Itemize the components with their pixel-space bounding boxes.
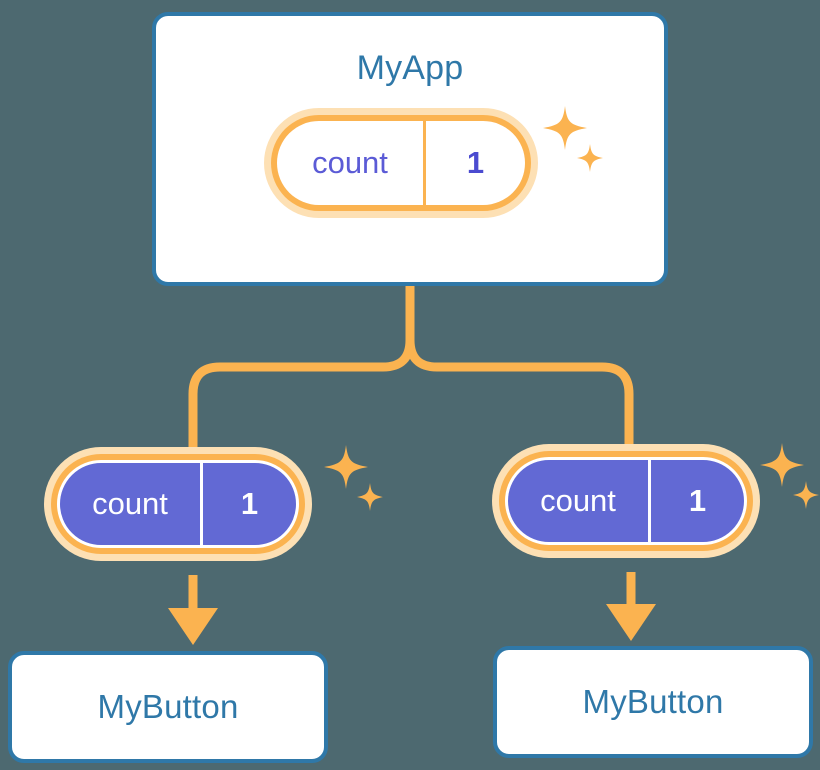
sparkles-child-right [760,443,819,509]
connector-branch-right [405,339,634,450]
page-title: MyApp [356,49,464,87]
sparkles-child-left [324,445,383,511]
pill-body: count 1 [277,121,525,205]
component-label: MyButton [582,683,724,720]
state-key-label: count [540,483,616,518]
pill-glow: count 1 [492,444,760,558]
arrow-head-left-icon [168,608,218,645]
state-pill-child-left[interactable]: count 1 [44,447,312,561]
sparkle-large-icon [324,445,368,489]
sparkle-large-icon [760,443,804,487]
state-pill-child-right[interactable]: count 1 [492,444,760,558]
state-value-label: 1 [648,460,744,542]
state-value-label: 1 [423,121,525,205]
state-value-label: 1 [200,463,296,545]
sparkle-small-icon [793,481,819,509]
connector-branch-left [188,339,415,452]
pill-body: count 1 [505,457,747,545]
pill-body: count 1 [57,460,299,548]
pill-glow: count 1 [44,447,312,561]
component-card-mybutton-right[interactable]: MyButton [493,646,813,758]
pill-ring: count 1 [271,115,531,211]
pill-ring: count 1 [51,454,305,554]
state-key-label: count [312,145,388,180]
state-key-label: count [92,486,168,521]
arrow-head-right-icon [606,604,656,641]
component-label: MyButton [97,688,239,725]
pill-ring: count 1 [499,451,753,551]
pill-glow: count 1 [264,108,538,218]
sparkle-small-icon [357,483,383,511]
component-card-mybutton-left[interactable]: MyButton [8,651,328,763]
state-pill-myapp[interactable]: count 1 [264,108,538,218]
